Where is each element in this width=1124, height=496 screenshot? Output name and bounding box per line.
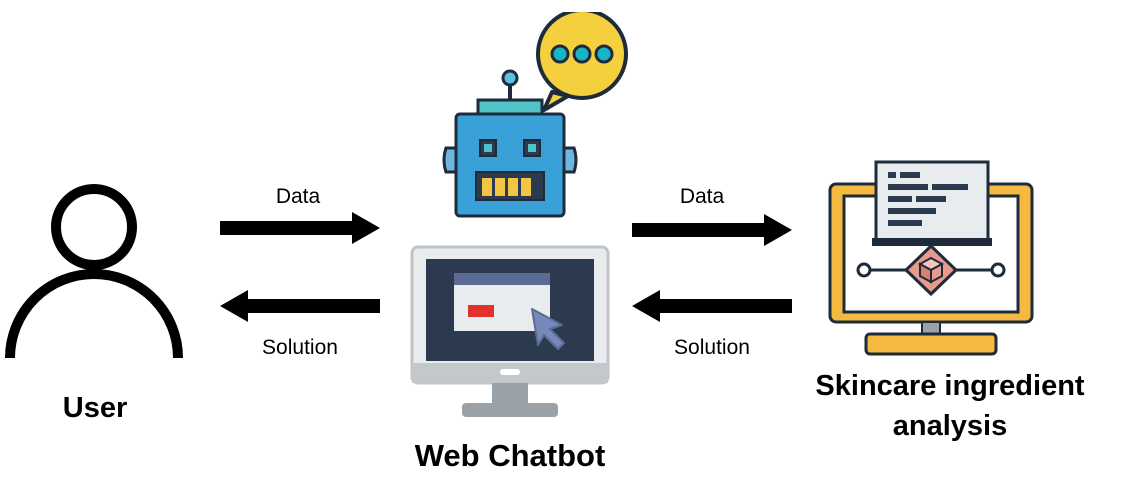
edge-label-analysis-to-chatbot: Solution [674,336,750,359]
arrow-chatbot-to-user [220,290,380,322]
edge-label-chatbot-to-analysis: Data [679,185,725,208]
speech-bubble-icon [536,12,628,112]
user-icon [5,184,183,359]
arrow-user-to-chatbot [220,212,380,244]
arrow-chatbot-to-analysis [632,214,792,246]
monitor-analysis-icon [828,160,1034,356]
analysis-label-line2: analysis [892,410,1008,442]
arrow-analysis-to-chatbot [632,290,792,322]
chatbot-label: Web Chatbot [414,438,606,473]
monitor-cursor-icon [410,245,610,417]
user-node [0,180,200,365]
analysis-label-line1: Skincare ingredient [815,370,1085,402]
edge-label-user-to-chatbot: Data [275,185,321,208]
edge-label-chatbot-to-user: Solution [262,336,338,359]
robot-icon [442,69,578,218]
user-label: User [62,392,128,424]
